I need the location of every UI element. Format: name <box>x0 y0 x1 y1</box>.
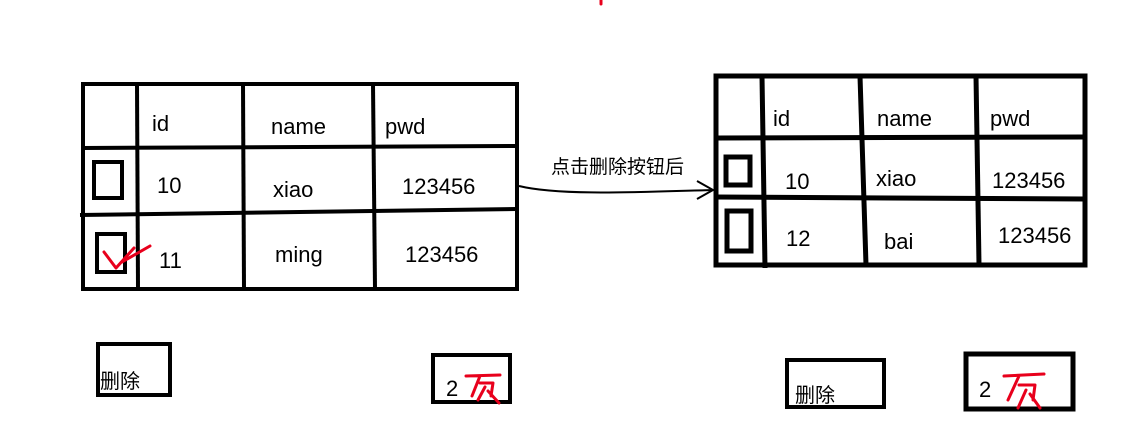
after-col-divider-3 <box>973 75 982 266</box>
before-col-divider-2 <box>241 83 246 290</box>
after-row1-pwd: 123456 <box>992 168 1065 193</box>
arrow-label: 点击删除按钮后 <box>551 156 684 178</box>
after-table-border <box>713 73 1088 268</box>
before-table-border <box>81 82 519 291</box>
before-row2-pwd: 123456 <box>405 242 478 267</box>
after-page-unit-handwritten-icon <box>1002 372 1046 410</box>
before-row1-pwd: 123456 <box>402 174 475 199</box>
after-page-number: 2 <box>979 377 991 402</box>
after-header-name: name <box>877 106 932 131</box>
before-page-indicator: 2 <box>431 353 512 405</box>
before-col-divider-1 <box>135 83 140 290</box>
after-delete-button[interactable]: 删除 <box>785 358 886 409</box>
after-header-pwd: pwd <box>990 106 1030 131</box>
before-row-divider <box>79 207 518 217</box>
after-col-divider-2 <box>857 75 869 266</box>
after-row1-name: xiao <box>876 166 916 191</box>
before-row1-name: xiao <box>273 177 313 202</box>
before-header-id: id <box>152 111 169 136</box>
red-check-icon <box>102 244 152 270</box>
before-row1-checkbox[interactable] <box>92 160 124 200</box>
after-row-divider <box>715 194 1086 202</box>
before-delete-button[interactable]: 删除 <box>96 342 172 397</box>
after-row1-checkbox[interactable] <box>723 154 753 188</box>
before-row2-name: ming <box>275 242 323 267</box>
arrowhead-icon <box>696 180 716 200</box>
before-row2-id: 11 <box>159 248 182 273</box>
after-header-divider <box>715 134 1086 141</box>
transition-arrow: 点击删除按钮后 <box>518 156 716 200</box>
before-col-divider-3 <box>371 83 377 290</box>
before-delete-button-border <box>96 342 172 397</box>
after-row2-name: bai <box>884 229 913 254</box>
before-page-number: 2 <box>446 376 458 401</box>
before-page-indicator-border <box>431 353 512 404</box>
after-table: id name pwd 10 xiao 123456 12 bai 123456 <box>713 73 1088 269</box>
after-delete-button-label: 删除 <box>795 383 835 407</box>
before-header-name: name <box>271 114 326 139</box>
after-header-id: id <box>773 106 790 131</box>
before-header-pwd: pwd <box>385 114 425 139</box>
after-delete-button-border <box>785 358 886 409</box>
before-table: id name pwd 10 xiao 123456 11 ming 12345… <box>79 82 519 291</box>
after-row2-pwd: 123456 <box>998 223 1071 248</box>
arrow-line <box>518 185 714 194</box>
after-row2-id: 12 <box>786 226 810 251</box>
after-page-indicator-border <box>963 351 1076 412</box>
after-row2-checkbox[interactable] <box>724 208 754 254</box>
after-col-divider-1 <box>759 75 768 269</box>
after-row1-id: 10 <box>785 169 809 194</box>
before-page-unit-handwritten-icon <box>464 373 502 405</box>
before-header-divider <box>82 144 518 150</box>
before-row2-checkbox[interactable] <box>95 232 127 274</box>
after-page-indicator: 2 <box>963 351 1076 412</box>
before-row1-id: 10 <box>157 173 181 198</box>
before-delete-button-label: 删除 <box>100 369 140 393</box>
